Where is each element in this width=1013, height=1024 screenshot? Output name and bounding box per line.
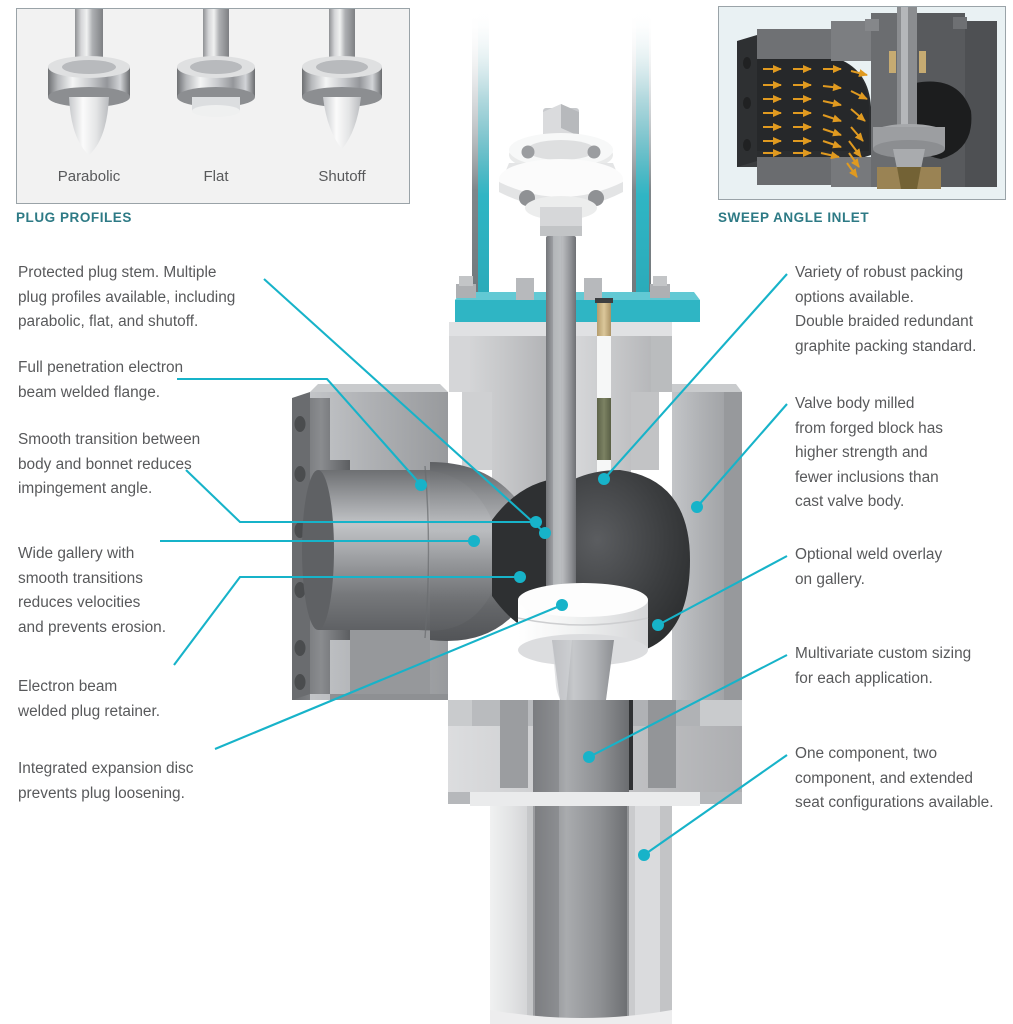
plug-label-parabolic: Parabolic	[58, 168, 121, 185]
leader-packing-options	[598, 273, 788, 485]
callout-plug-stem: Protected plug stem. Multiple plug profi…	[18, 264, 236, 330]
leader-seat-configurations	[638, 754, 788, 861]
valve-body-inlet	[292, 384, 530, 700]
stem-top-assembly	[499, 104, 623, 236]
plug-retainer	[517, 583, 649, 666]
plug-label-shutoff: Shutoff	[318, 168, 366, 185]
bonnet-casting	[449, 322, 672, 520]
plug-profile-parabolic	[48, 9, 130, 155]
seat-and-lower-body	[448, 700, 742, 804]
plug-profile-flat	[177, 9, 255, 117]
valve-body-outer	[672, 384, 742, 720]
callout-custom-sizing: Multivariate custom sizing for each appl…	[795, 645, 972, 687]
leader-valve-body	[691, 403, 788, 513]
callout-seat-configurations: One component, two component, and extend…	[795, 745, 994, 811]
sweep-angle-art	[719, 7, 1005, 199]
callout-plug-retainer: Electron beam welded plug retainer.	[18, 678, 161, 720]
leader-custom-sizing	[583, 654, 788, 763]
valve-stem	[546, 236, 576, 628]
callout-valve-body: Valve body milled from forged block has …	[795, 395, 943, 510]
gallery-cavity	[492, 470, 690, 655]
plug-profiles-caption: PLUG PROFILES	[16, 210, 132, 225]
valve-plug	[552, 640, 614, 716]
callout-wide-gallery: Wide gallery with smooth transitions red…	[18, 545, 167, 636]
packing-stack	[551, 298, 613, 546]
leader-plug-stem	[263, 278, 551, 539]
plug-profiles-inset: Parabolic Flat	[16, 8, 410, 204]
plug-profiles-art: Parabolic Flat	[48, 9, 382, 185]
callout-expansion-disc: Integrated expansion disc prevents plug …	[18, 760, 194, 802]
yoke-legs	[455, 10, 700, 322]
callout-packing-options: Variety of robust packing options availa…	[795, 264, 977, 355]
leader-weld-overlay	[652, 555, 788, 631]
plug-profile-shutoff	[302, 9, 382, 149]
callout-smooth-transition: Smooth transition between body and bonne…	[18, 431, 201, 497]
plug-label-flat: Flat	[203, 168, 229, 185]
flow-arrows	[763, 65, 868, 178]
outlet-pipe	[470, 700, 700, 1024]
sweep-angle-inlet-caption: SWEEP ANGLE INLET	[718, 210, 870, 225]
callout-weld-overlay: Optional weld overlay on gallery.	[795, 546, 943, 588]
bonnet-bolting	[456, 276, 670, 378]
sweep-angle-inlet-inset	[718, 6, 1006, 200]
callout-welded-flange: Full penetration electron beam welded fl…	[18, 359, 184, 401]
